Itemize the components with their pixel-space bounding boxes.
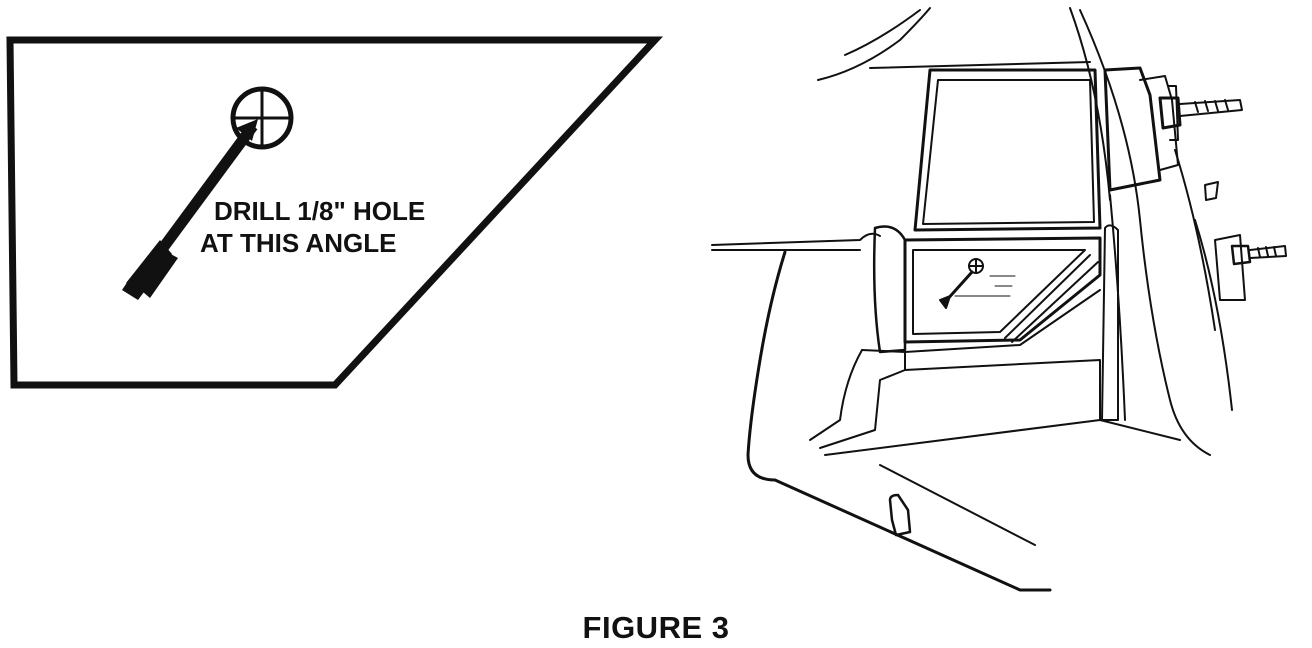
- lower-bolt-icon: [1230, 244, 1287, 266]
- drill-template: DRILL 1/8" HOLE AT THIS ANGLE: [6, 36, 664, 389]
- template-outline: [6, 36, 664, 389]
- upper-bolt-icon: [1158, 85, 1243, 141]
- lower-panel: [903, 236, 1102, 344]
- latch-clip-icon: [888, 493, 912, 537]
- figure-caption: FIGURE 3: [582, 610, 730, 645]
- upper-panel: [913, 68, 1102, 232]
- installation-illustration: [711, 7, 1287, 592]
- mini-template-icon: [939, 258, 1016, 309]
- drill-angle-arrow-icon: [122, 119, 258, 300]
- instruction-line-1: DRILL 1/8" HOLE: [214, 196, 425, 226]
- instruction-line-2: AT THIS ANGLE: [200, 228, 396, 258]
